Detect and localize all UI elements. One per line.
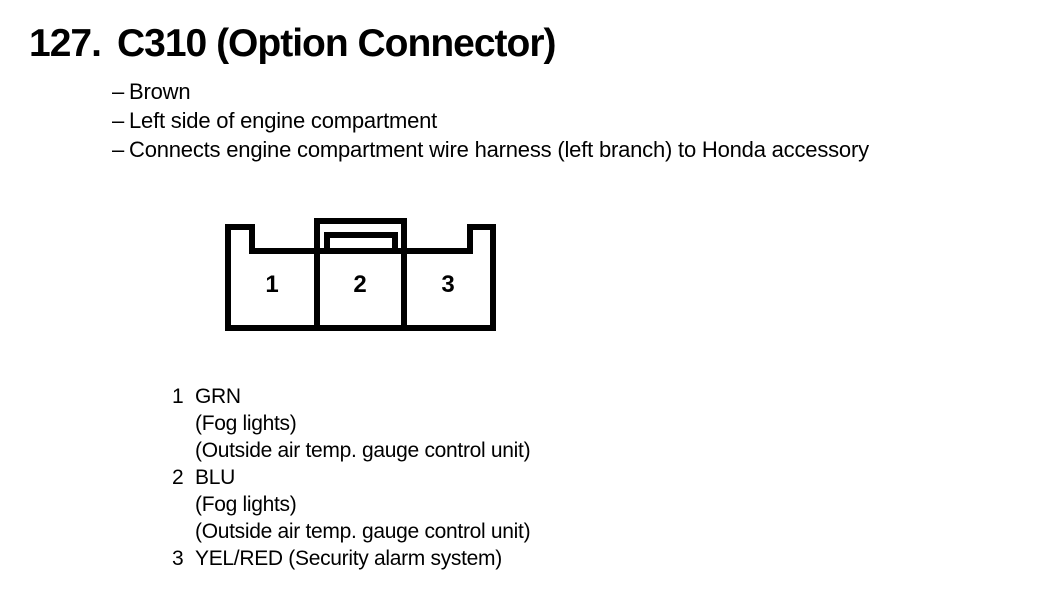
connector-details-list: – Brown – Left side of engine compartmen… xyxy=(112,77,869,164)
dash-bullet: – xyxy=(112,79,125,104)
detail-item-color: – Brown xyxy=(112,77,869,106)
pin-number: 3 xyxy=(172,547,184,570)
pin-number: 1 xyxy=(172,385,184,408)
lock-tab xyxy=(324,232,398,254)
pin-table: 1 GRN (Fog lights) (Outside air temp. ga… xyxy=(172,383,531,572)
pin-number: 2 xyxy=(172,466,184,489)
wire-function: (Fog lights) xyxy=(195,412,297,435)
wire-color: BLU xyxy=(195,466,235,489)
cavity-number-3: 3 xyxy=(441,271,454,298)
detail-text: Left side of engine compartment xyxy=(129,108,438,133)
detail-text: Brown xyxy=(129,79,191,104)
wire-function: (Outside air temp. gauge control unit) xyxy=(195,439,531,462)
pin-row-1: 1 GRN (Fog lights) (Outside air temp. ga… xyxy=(172,383,531,464)
dash-bullet: – xyxy=(112,137,125,162)
wire-color: YEL/RED (Security alarm system) xyxy=(195,547,502,570)
wire-function: (Fog lights) xyxy=(195,493,297,516)
page-title: C310 (Option Connector) xyxy=(117,22,557,65)
cavity-number-1: 1 xyxy=(265,271,278,298)
pin-description: YEL/RED (Security alarm system) xyxy=(195,545,502,572)
pin-description: BLU (Fog lights) (Outside air temp. gaug… xyxy=(195,464,531,545)
pin-description: GRN (Fog lights) (Outside air temp. gaug… xyxy=(195,383,531,464)
detail-item-location: – Left side of engine compartment xyxy=(112,106,869,135)
wire-function: (Outside air temp. gauge control unit) xyxy=(195,520,531,543)
pin-row-3: 3 YEL/RED (Security alarm system) xyxy=(172,545,530,572)
section-number: 127. xyxy=(29,22,102,65)
section-title: 127. C310 (Option Connector) xyxy=(29,22,557,65)
pin-row-2: 2 BLU (Fog lights) (Outside air temp. ga… xyxy=(172,464,531,545)
dash-bullet: – xyxy=(112,108,125,133)
connector-diagram: 1 2 3 xyxy=(225,218,496,331)
wire-color: GRN xyxy=(195,385,241,408)
detail-text: Connects engine compartment wire harness… xyxy=(129,137,869,162)
detail-item-function: – Connects engine compartment wire harne… xyxy=(112,135,869,164)
cavity-number-2: 2 xyxy=(353,271,366,298)
